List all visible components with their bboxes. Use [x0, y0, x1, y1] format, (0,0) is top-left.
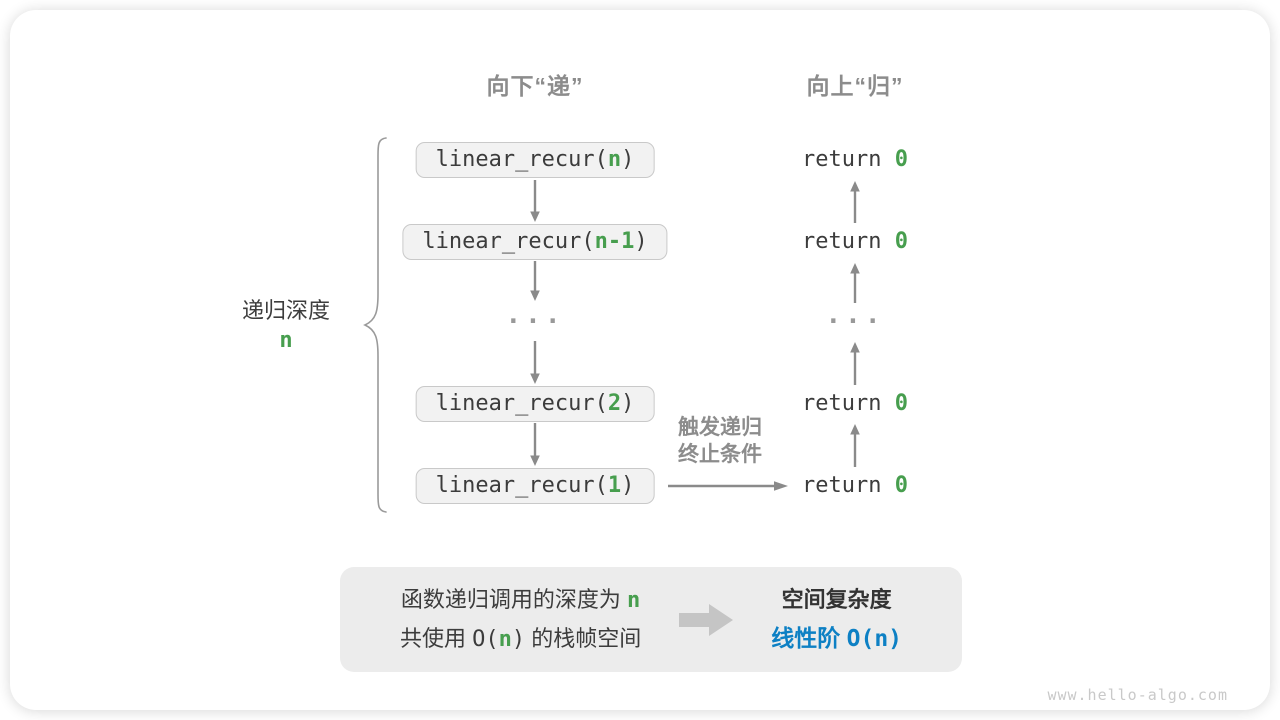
code-text: ) [621, 473, 635, 498]
code-text: ) [621, 391, 635, 416]
watermark: www.hello-algo.com [1047, 686, 1228, 704]
return-statement: return 0 [802, 391, 908, 417]
result-pre: 线性阶 [771, 625, 847, 651]
call-box-2: linear_recur(2) [415, 386, 655, 422]
depth-brace-icon [363, 137, 387, 513]
arrow-down-icon [530, 341, 540, 384]
code-arg: n-1 [594, 229, 635, 254]
code-text: return [802, 229, 895, 254]
return-statement: return 0 [802, 147, 908, 173]
summary-line2-post: 的栈帧空间 [525, 625, 642, 651]
code-text: linear_recur( [422, 229, 595, 254]
summary-line1-value: n [627, 587, 641, 613]
code-text: ) [621, 147, 635, 172]
summary-line2-o-open: O( [472, 626, 499, 652]
result-title: 空间复杂度 [781, 587, 892, 612]
summary-line2-n: n [498, 626, 512, 652]
result-value: 线性阶 O(n) [771, 619, 902, 658]
summary-line1-text: 函数递归调用的深度为 [400, 586, 628, 612]
code-text: ) [634, 229, 648, 254]
result-complexity: O(n) [846, 626, 903, 652]
return-value: 0 [894, 229, 908, 254]
depth-label: 递归深度 [241, 298, 330, 323]
code-text: linear_recur( [435, 147, 608, 172]
summary-text: 函数递归调用的深度为 n 共使用 O(n) 的栈帧空间 [400, 581, 641, 659]
code-arg: 2 [607, 391, 622, 416]
diagram-card: 向下“递” 向上“归” 递归深度 n linear_recur(n) linea… [10, 10, 1270, 710]
trigger-line1: 触发递归 [678, 416, 762, 439]
call-box-n-1: linear_recur(n-1) [402, 224, 668, 260]
summary-line2-o-close: ) [511, 626, 526, 652]
calls-ellipsis: ... [505, 300, 565, 330]
header-ascend: 向上“归” [806, 73, 904, 99]
arrow-up-icon [850, 181, 860, 223]
arrow-up-icon [850, 424, 860, 467]
arrow-down-icon [530, 261, 540, 301]
return-value: 0 [894, 473, 908, 498]
summary-box: 函数递归调用的深度为 n 共使用 O(n) 的栈帧空间 空间复杂度 线性阶 O(… [340, 567, 962, 672]
arrow-right-icon [668, 481, 788, 491]
arrow-up-icon [850, 263, 860, 303]
call-box-n: linear_recur(n) [415, 142, 655, 178]
return-statement: return 0 [802, 473, 908, 499]
trigger-label: 触发递归 终止条件 [650, 414, 790, 468]
trigger-line2: 终止条件 [678, 443, 762, 466]
call-box-1: linear_recur(1) [415, 468, 655, 504]
return-value: 0 [894, 147, 908, 172]
code-arg: 1 [607, 473, 622, 498]
arrow-up-icon [850, 342, 860, 385]
return-value: 0 [894, 391, 908, 416]
block-arrow-right-icon [679, 603, 734, 636]
summary-line2: 共使用 O(n) 的栈帧空间 [400, 620, 641, 659]
summary-line1: 函数递归调用的深度为 n [400, 581, 641, 620]
returns-ellipsis: ... [825, 300, 885, 330]
depth-value: n [279, 328, 293, 353]
code-text: linear_recur( [435, 473, 608, 498]
header-descend: 向下“递” [486, 73, 584, 99]
arrow-down-icon [530, 423, 540, 466]
code-text: linear_recur( [435, 391, 608, 416]
code-text: return [802, 473, 895, 498]
arrow-down-icon [530, 180, 540, 222]
code-arg: n [607, 147, 622, 172]
summary-line2-pre: 共使用 [399, 625, 473, 651]
code-text: return [802, 147, 895, 172]
code-text: return [802, 391, 895, 416]
return-statement: return 0 [802, 229, 908, 255]
summary-result: 空间复杂度 线性阶 O(n) [771, 581, 902, 658]
